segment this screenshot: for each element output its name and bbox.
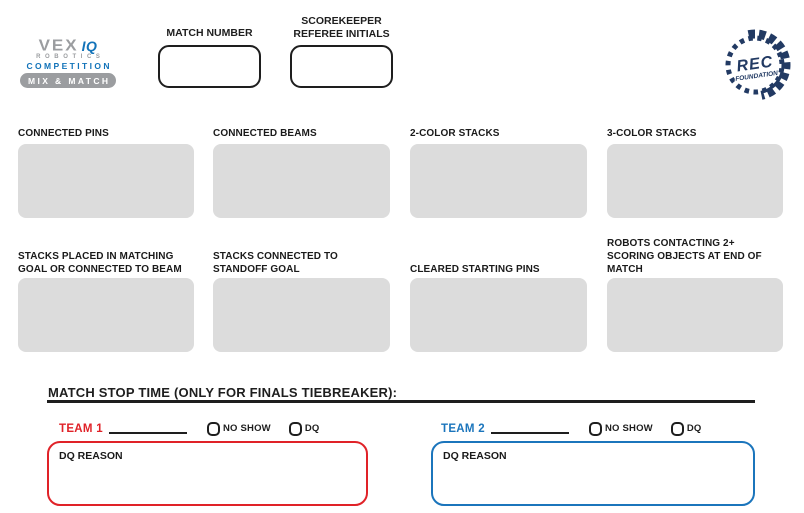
scorekeeper-label-line2: REFEREE INITIALS bbox=[293, 28, 390, 40]
scorekeeper-initials-box[interactable] bbox=[290, 45, 393, 88]
field-label: ROBOTS CONTACTING 2+ SCORING OBJECTS AT … bbox=[607, 238, 762, 275]
field-input-box[interactable] bbox=[607, 278, 783, 352]
team2-number-line[interactable] bbox=[490, 420, 569, 434]
field-label: CLEARED STARTING PINS bbox=[410, 264, 540, 275]
field-stacks-standoff-goal: STACKS CONNECTED TO STANDOFF GOAL bbox=[213, 246, 390, 352]
match-number-box[interactable] bbox=[158, 45, 261, 88]
team1-dq-checkbox[interactable] bbox=[288, 421, 302, 436]
dq-label: DQ bbox=[686, 423, 702, 434]
field-label: STACKS CONNECTED TO STANDOFF GOAL bbox=[213, 251, 338, 275]
vex-iq-logo: VEX IQ ROBOTICS COMPETITION MIX & MATCH bbox=[20, 37, 116, 88]
no-show-label: NO SHOW bbox=[604, 423, 653, 434]
svg-text:REC: REC bbox=[736, 54, 775, 76]
team1-row: TEAM 1 NO SHOW DQ bbox=[59, 420, 319, 437]
field-input-box[interactable] bbox=[18, 278, 194, 352]
iq-wordmark: IQ bbox=[81, 38, 98, 54]
team1-number-line[interactable] bbox=[108, 420, 187, 434]
team2-row: TEAM 2 NO SHOW DQ bbox=[441, 420, 701, 437]
field-label: 2-COLOR STACKS bbox=[410, 128, 500, 139]
divider-rule bbox=[47, 400, 755, 403]
field-input-box[interactable] bbox=[410, 278, 587, 352]
field-connected-pins: CONNECTED PINS bbox=[18, 127, 194, 218]
match-stop-time-label: MATCH STOP TIME (ONLY FOR FINALS TIEBREA… bbox=[48, 385, 398, 400]
team2-no-show-checkbox[interactable] bbox=[588, 421, 602, 436]
team1-dq-reason-box[interactable]: DQ REASON bbox=[47, 441, 368, 506]
team2-dq-reason-box[interactable]: DQ REASON bbox=[431, 441, 755, 506]
rec-foundation-logo: REC FOUNDATION bbox=[718, 28, 792, 102]
field-cleared-starting-pins: CLEARED STARTING PINS bbox=[410, 246, 587, 352]
dq-reason-label: DQ REASON bbox=[443, 450, 507, 462]
team2-label: TEAM 2 bbox=[441, 422, 485, 435]
field-label: 3-COLOR STACKS bbox=[607, 128, 697, 139]
field-connected-beams: CONNECTED BEAMS bbox=[213, 127, 390, 218]
robotics-label: ROBOTICS bbox=[36, 54, 105, 60]
team1-no-show-checkbox[interactable] bbox=[206, 421, 220, 436]
scorekeeper-label-line1: SCOREKEEPER bbox=[301, 15, 382, 27]
field-3-color-stacks: 3-COLOR STACKS bbox=[607, 127, 783, 218]
competition-label: COMPETITION bbox=[26, 61, 112, 71]
field-input-box[interactable] bbox=[410, 144, 587, 218]
field-2-color-stacks: 2-COLOR STACKS bbox=[410, 127, 587, 218]
season-badge: MIX & MATCH bbox=[20, 73, 116, 88]
team2-dq-checkbox[interactable] bbox=[670, 421, 684, 436]
field-input-box[interactable] bbox=[213, 144, 390, 218]
field-input-box[interactable] bbox=[18, 144, 194, 218]
no-show-label: NO SHOW bbox=[222, 423, 271, 434]
field-input-box[interactable] bbox=[213, 278, 390, 352]
vex-wordmark: VEX bbox=[38, 37, 79, 55]
dq-label: DQ bbox=[304, 423, 320, 434]
field-input-box[interactable] bbox=[607, 144, 783, 218]
scorekeeper-label: SCOREKEEPER REFEREE INITIALS bbox=[283, 15, 400, 41]
field-label: STACKS PLACED IN MATCHING GOAL OR CONNEC… bbox=[18, 251, 182, 275]
field-label: CONNECTED PINS bbox=[18, 128, 109, 139]
team1-label: TEAM 1 bbox=[59, 422, 103, 435]
dq-reason-label: DQ REASON bbox=[59, 450, 123, 462]
match-number-label: MATCH NUMBER bbox=[166, 27, 253, 39]
field-stacks-matching-goal: STACKS PLACED IN MATCHING GOAL OR CONNEC… bbox=[18, 246, 194, 352]
field-label: CONNECTED BEAMS bbox=[213, 128, 317, 139]
field-robots-contacting-objects: ROBOTS CONTACTING 2+ SCORING OBJECTS AT … bbox=[607, 238, 783, 352]
rec-gear-icon: REC FOUNDATION bbox=[725, 29, 791, 100]
